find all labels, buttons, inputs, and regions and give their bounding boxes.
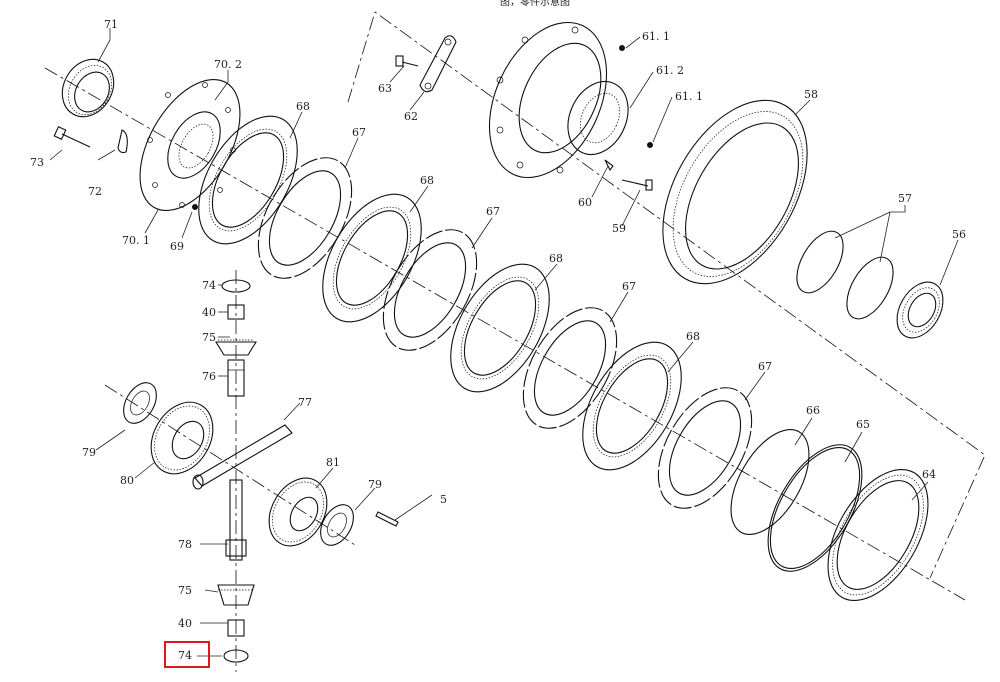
label-68-a: 68 xyxy=(296,100,310,113)
bearing-ring-64 xyxy=(827,468,929,602)
leader-lines xyxy=(49,28,959,657)
pinion-75-bottom xyxy=(217,584,255,606)
label-79-right: 79 xyxy=(368,478,382,491)
steel-plate-67-b xyxy=(382,229,478,351)
dot-61-1 xyxy=(619,45,625,51)
shaft-78 xyxy=(225,479,247,561)
housing-61 xyxy=(488,21,629,179)
label-70-2: 70. 2 xyxy=(214,58,242,71)
label-58: 58 xyxy=(804,88,818,101)
friction-disc-68-c xyxy=(450,263,550,393)
label-65: 65 xyxy=(856,418,870,431)
label-67-a: 67 xyxy=(352,126,366,139)
side-gear-80 xyxy=(150,401,214,475)
steel-plate-67-d xyxy=(657,387,753,509)
label-61-1-top: 61. 1 xyxy=(642,30,670,43)
snap-ring-57-b xyxy=(846,256,894,320)
header-fragment: 图，零件示意图 xyxy=(500,0,570,8)
washer-79-right xyxy=(320,504,354,546)
clip-60 xyxy=(604,159,614,172)
label-72: 72 xyxy=(88,185,102,198)
label-80: 80 xyxy=(120,474,134,487)
label-56: 56 xyxy=(952,228,966,241)
bushing-40-bottom xyxy=(227,619,245,637)
label-68-b: 68 xyxy=(420,174,434,187)
label-74-top: 74 xyxy=(202,279,216,292)
screw-69 xyxy=(192,204,198,210)
label-78: 78 xyxy=(178,538,192,551)
screw-63 xyxy=(395,55,419,67)
pin-5 xyxy=(375,511,399,527)
label-67-c: 67 xyxy=(622,280,636,293)
sleeve-76 xyxy=(227,359,245,397)
ring-65-inner xyxy=(769,446,861,570)
bolt-73 xyxy=(53,126,91,148)
label-67-b: 67 xyxy=(486,205,500,218)
crown-gear-58 xyxy=(662,99,808,285)
label-63: 63 xyxy=(378,82,392,95)
label-60: 60 xyxy=(578,196,592,209)
label-62: 62 xyxy=(404,110,418,123)
assembly-frame xyxy=(347,11,986,579)
label-79-left: 79 xyxy=(82,446,96,459)
ring-65 xyxy=(767,444,863,572)
link-62 xyxy=(419,35,457,93)
label-67-d: 67 xyxy=(758,360,772,373)
pin-72 xyxy=(117,129,128,154)
washer-79-left-inner xyxy=(130,390,150,416)
friction-disc-68-d xyxy=(582,341,682,471)
ring-66 xyxy=(730,429,810,535)
label-75-bottom: 75 xyxy=(178,584,192,597)
cross-shaft-77 xyxy=(192,424,293,490)
label-40-top: 40 xyxy=(202,306,216,319)
label-59: 59 xyxy=(612,222,626,235)
highlight-box-74 xyxy=(164,641,210,668)
flange-70-2 xyxy=(139,78,241,212)
washer-74-bottom xyxy=(223,649,249,663)
washer-74-top xyxy=(221,279,251,293)
label-73: 73 xyxy=(30,156,44,169)
label-71: 71 xyxy=(104,18,118,31)
side-gear-81 xyxy=(268,477,328,547)
friction-disc-68-b xyxy=(322,193,422,323)
steel-plate-67-a xyxy=(257,157,353,279)
label-61-1: 61. 1 xyxy=(675,90,703,103)
main-axis xyxy=(44,67,966,601)
label-40-bottom: 40 xyxy=(178,617,192,630)
label-69: 69 xyxy=(170,240,184,253)
washer-79-left xyxy=(123,382,157,424)
label-66: 66 xyxy=(806,404,820,417)
washer-79-right-inner xyxy=(327,512,347,538)
bearing-71 xyxy=(61,58,115,118)
label-75-top: 75 xyxy=(202,331,216,344)
dot-61-1b xyxy=(647,142,653,148)
label-74-bottom: 74 xyxy=(178,649,192,662)
label-5: 5 xyxy=(440,493,447,506)
label-81: 81 xyxy=(326,456,340,469)
pinion-75-top xyxy=(215,339,257,356)
label-76: 76 xyxy=(202,370,216,383)
snap-ring-57-a xyxy=(796,230,844,294)
label-77: 77 xyxy=(298,396,312,409)
steel-plate-67-c xyxy=(522,307,618,429)
bearing-56 xyxy=(896,281,944,339)
label-64: 64 xyxy=(922,468,936,481)
label-70-1: 70. 1 xyxy=(122,234,150,247)
bolt-59 xyxy=(621,179,653,191)
label-68-c: 68 xyxy=(549,252,563,265)
label-68-d: 68 xyxy=(686,330,700,343)
label-61-2: 61. 2 xyxy=(656,64,684,77)
label-57: 57 xyxy=(898,192,912,205)
